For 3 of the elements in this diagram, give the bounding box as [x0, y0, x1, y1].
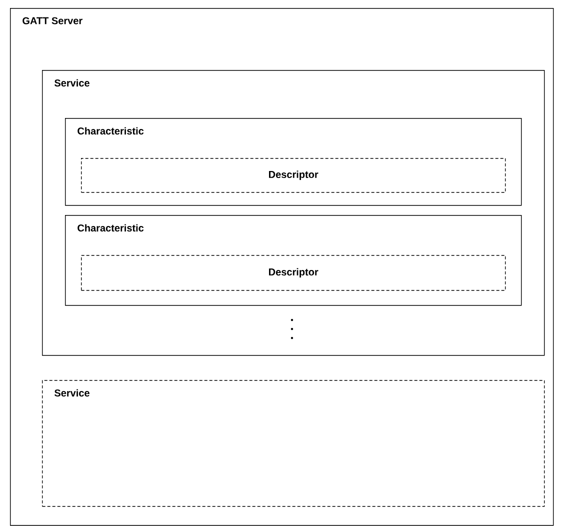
- descriptor-box: Descriptor: [81, 255, 506, 291]
- service-box: Service: [42, 380, 545, 507]
- descriptor-box: Descriptor: [81, 158, 506, 193]
